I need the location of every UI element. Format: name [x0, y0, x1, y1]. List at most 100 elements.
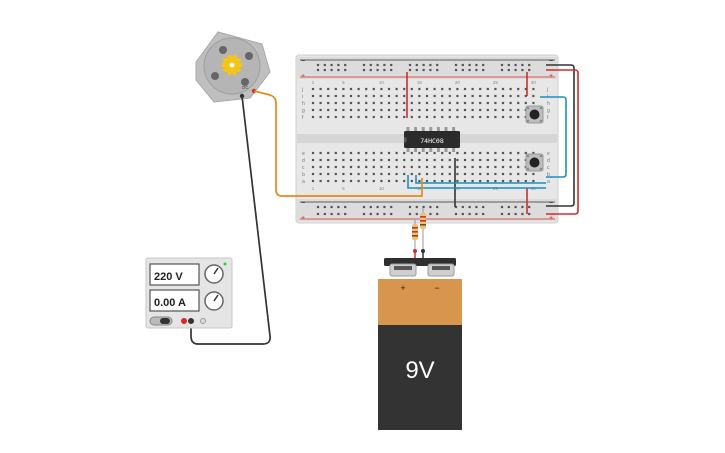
rail-hole[interactable]: [475, 63, 478, 67]
rail-hole[interactable]: [468, 205, 471, 209]
breadboard-hole[interactable]: [365, 94, 368, 98]
breadboard-hole[interactable]: [327, 172, 330, 176]
breadboard-hole[interactable]: [403, 172, 406, 176]
rail-hole[interactable]: [507, 63, 510, 67]
breadboard-hole[interactable]: [433, 94, 436, 98]
rail-hole[interactable]: [323, 68, 326, 72]
breadboard-hole[interactable]: [357, 172, 360, 176]
rail-hole[interactable]: [429, 212, 432, 216]
breadboard-hole[interactable]: [349, 94, 353, 98]
breadboard-hole[interactable]: [327, 87, 330, 91]
rail-hole[interactable]: [415, 63, 418, 67]
breadboard-hole[interactable]: [471, 151, 474, 155]
breadboard-hole[interactable]: [471, 179, 474, 183]
breadboard-hole[interactable]: [327, 115, 330, 119]
breadboard-hole[interactable]: [349, 101, 353, 105]
breadboard-hole[interactable]: [486, 158, 489, 162]
breadboard-hole[interactable]: [524, 87, 527, 91]
breadboard-hole[interactable]: [365, 165, 368, 169]
breadboard-hole[interactable]: [395, 94, 398, 98]
rail-hole[interactable]: [344, 68, 347, 72]
wire-blue-input-b[interactable]: [415, 175, 546, 184]
breadboard-hole[interactable]: [479, 179, 482, 183]
breadboard-hole[interactable]: [524, 172, 527, 176]
breadboard-hole[interactable]: [501, 151, 505, 155]
breadboard-holes[interactable]: [311, 63, 535, 216]
breadboard-hole[interactable]: [517, 108, 520, 112]
rail-hole[interactable]: [422, 68, 425, 72]
breadboard-hole[interactable]: [501, 179, 505, 183]
rail-hole[interactable]: [514, 63, 517, 67]
breadboard-hole[interactable]: [532, 101, 535, 105]
breadboard-hole[interactable]: [463, 115, 467, 119]
breadboard-hole[interactable]: [517, 101, 520, 105]
breadboard-hole[interactable]: [448, 158, 451, 162]
breadboard-hole[interactable]: [418, 151, 421, 155]
breadboard-hole[interactable]: [319, 87, 322, 91]
breadboard-hole[interactable]: [425, 108, 429, 112]
breadboard-hole[interactable]: [479, 108, 482, 112]
breadboard-hole[interactable]: [387, 172, 391, 176]
breadboard-hole[interactable]: [319, 115, 322, 119]
supply-terminal-minus[interactable]: [188, 318, 194, 324]
rail-hole[interactable]: [507, 212, 510, 216]
breadboard-hole[interactable]: [387, 158, 391, 162]
breadboard-hole[interactable]: [372, 101, 375, 105]
breadboard-hole[interactable]: [448, 87, 451, 91]
breadboard-hole[interactable]: [334, 179, 337, 183]
pushbutton-top[interactable]: [525, 105, 544, 124]
rail-hole[interactable]: [461, 63, 464, 67]
breadboard-hole[interactable]: [479, 172, 482, 176]
breadboard-hole[interactable]: [441, 151, 444, 155]
breadboard-hole[interactable]: [342, 151, 345, 155]
breadboard-hole[interactable]: [425, 158, 429, 162]
breadboard-hole[interactable]: [509, 165, 512, 169]
rail-hole[interactable]: [408, 212, 412, 216]
breadboard-hole[interactable]: [425, 87, 429, 91]
breadboard-hole[interactable]: [395, 101, 398, 105]
rail-hole[interactable]: [475, 68, 478, 72]
breadboard-hole[interactable]: [334, 108, 337, 112]
breadboard-hole[interactable]: [448, 179, 451, 183]
rail-hole[interactable]: [454, 63, 458, 67]
breadboard-hole[interactable]: [418, 115, 421, 119]
breadboard-hole[interactable]: [418, 108, 421, 112]
breadboard-hole[interactable]: [494, 172, 497, 176]
breadboard-hole[interactable]: [425, 172, 429, 176]
breadboard-hole[interactable]: [494, 108, 497, 112]
breadboard-hole[interactable]: [448, 151, 451, 155]
rail-hole[interactable]: [507, 205, 510, 209]
rail-hole[interactable]: [323, 63, 326, 67]
rail-hole[interactable]: [383, 205, 386, 209]
rail-hole[interactable]: [316, 212, 320, 216]
breadboard-hole[interactable]: [517, 87, 520, 91]
rail-hole[interactable]: [422, 63, 425, 67]
rail-hole[interactable]: [468, 212, 471, 216]
breadboard-hole[interactable]: [425, 179, 429, 183]
breadboard-hole[interactable]: [433, 172, 436, 176]
breadboard-hole[interactable]: [357, 87, 360, 91]
rail-hole[interactable]: [507, 68, 510, 72]
breadboard-hole[interactable]: [387, 151, 391, 155]
rail-hole[interactable]: [390, 68, 393, 72]
breadboard-hole[interactable]: [418, 158, 421, 162]
breadboard-hole[interactable]: [456, 94, 459, 98]
rail-hole[interactable]: [376, 63, 379, 67]
breadboard-hole[interactable]: [410, 87, 413, 91]
breadboard-hole[interactable]: [471, 115, 474, 119]
breadboard-hole[interactable]: [501, 165, 505, 169]
breadboard-hole[interactable]: [319, 165, 322, 169]
breadboard-hole[interactable]: [433, 158, 436, 162]
breadboard-hole[interactable]: [524, 101, 527, 105]
breadboard-hole[interactable]: [448, 108, 451, 112]
breadboard-hole[interactable]: [448, 101, 451, 105]
rail-hole[interactable]: [362, 205, 366, 209]
breadboard-hole[interactable]: [357, 101, 360, 105]
breadboard-hole[interactable]: [448, 165, 451, 169]
rail-hole[interactable]: [390, 205, 393, 209]
breadboard-hole[interactable]: [456, 165, 459, 169]
breadboard-hole[interactable]: [387, 165, 391, 169]
breadboard-hole[interactable]: [342, 101, 345, 105]
breadboard-hole[interactable]: [479, 115, 482, 119]
rail-hole[interactable]: [528, 68, 531, 72]
